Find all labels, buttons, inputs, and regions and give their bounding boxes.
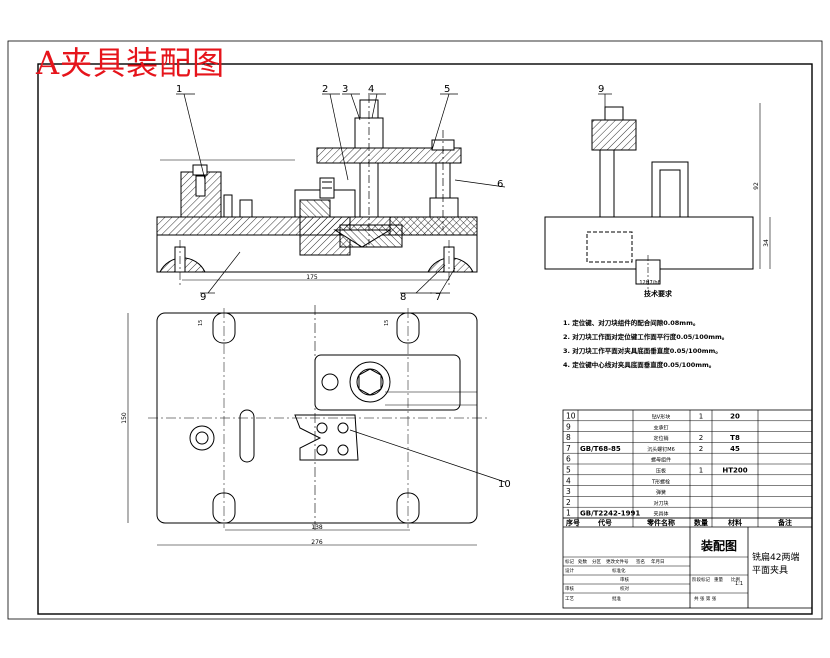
dimension-label: 12H7/h6	[639, 280, 660, 286]
scale-value: 1:1	[735, 581, 743, 587]
callout-label: 10	[498, 479, 511, 490]
side-view	[544, 93, 771, 290]
callout-label: 9	[200, 292, 206, 303]
bom-qty: 2	[699, 445, 703, 453]
bom-no: 9	[566, 422, 571, 431]
bom-header: 数量	[694, 518, 708, 527]
callout-label: 1	[176, 84, 182, 95]
dimension-label: 92	[753, 182, 760, 190]
bom-no: 6	[566, 455, 571, 464]
bom-header: 备注	[777, 518, 792, 527]
title-label: 重量	[714, 576, 723, 583]
bom-name: 夹具体	[653, 511, 668, 518]
dimension-label: 15	[198, 320, 204, 326]
bom-qty: 2	[699, 434, 703, 442]
title-label: 标记	[565, 558, 574, 565]
title-label: 标准化	[612, 567, 626, 574]
bom-name: 弹簧	[656, 489, 666, 496]
title-label: 更改文件号	[606, 558, 629, 565]
bom-header: 零件名称	[646, 518, 675, 527]
front-view	[156, 95, 478, 285]
front-leaders	[176, 93, 506, 294]
tech-requirement-item: 2. 对刀块工作面对定位键工作面平行度0.05/100mm。	[563, 332, 728, 341]
drawing-title: A夹具装配图	[36, 44, 226, 82]
tech-requirement-item: 4. 定位键中心线对夹具底面垂直度0.05/100mm。	[563, 360, 715, 369]
dimension-label: 276	[311, 539, 323, 546]
tech-requirement-item: 3. 对刀块工作平面对夹具底面垂直度0.05/100mm。	[563, 346, 722, 355]
callout-label: 5	[444, 84, 450, 95]
bom-name: 支承钉	[653, 424, 668, 431]
bom-code: GB/T2242-1991	[580, 510, 640, 518]
callout-label: 2	[322, 84, 328, 95]
dimension-label: 150	[121, 412, 128, 424]
tech-requirement-item: 1. 定位键、对刀块组件的配合间隙0.08mm。	[563, 318, 699, 327]
drawing-name: 装配图	[700, 538, 737, 553]
bom-name: 钻V形块	[652, 414, 670, 421]
bom-material: 45	[730, 445, 740, 453]
bom-qty: 1	[699, 467, 703, 475]
bom-code: GB/T68-85	[580, 445, 621, 453]
bom-name: 沉头螺钉M6	[647, 446, 675, 453]
bom-no: 2	[566, 498, 571, 507]
part-name: 平面夹具	[752, 564, 788, 576]
inner-frame	[37, 63, 813, 615]
title-label: 处数	[578, 558, 587, 565]
bom-no: 3	[566, 487, 571, 496]
bom-no: 7	[566, 444, 571, 453]
bom-name: 螺母组件	[651, 457, 671, 464]
bom-name: T形螺栓	[651, 478, 670, 485]
dimension-label: 175	[306, 274, 318, 281]
bom-no: 8	[566, 433, 571, 442]
title-label: 共 张 第 张	[694, 595, 717, 602]
callout-label: 6	[497, 179, 503, 190]
title-label: 审核	[620, 576, 629, 583]
bom-no: 10	[566, 412, 576, 421]
bom-no: 4	[566, 476, 571, 485]
bom-header: 材料	[727, 518, 742, 527]
title-label: 分区	[592, 558, 601, 565]
title-label: 签名	[636, 558, 645, 565]
bom-table	[562, 409, 813, 609]
callout-label: 7	[435, 292, 441, 303]
callout-label: 4	[368, 84, 374, 95]
callout-label: 3	[342, 84, 348, 95]
title-label: 审核	[565, 585, 574, 592]
top-view	[127, 305, 506, 546]
bom-no: 1	[566, 509, 571, 518]
outer-frame	[7, 40, 823, 620]
bom-name: 压板	[656, 468, 666, 475]
title-label: 比例	[731, 576, 740, 583]
tech-heading: 技术要求	[644, 289, 673, 298]
bom-name: 定位销	[653, 435, 668, 442]
dimension-label: 15	[384, 320, 390, 326]
callout-label: 8	[400, 292, 406, 303]
bom-qty: 1	[699, 413, 703, 421]
dimension-label: 34	[763, 239, 770, 247]
bom-name: 对刀块	[653, 500, 668, 507]
bom-header: 代号	[597, 518, 612, 527]
bom-material: 20	[730, 413, 740, 421]
bom-header: 序号	[565, 518, 580, 527]
title-label: 工艺	[565, 596, 574, 602]
title-label: 阶段标记	[692, 576, 710, 583]
title-label: 校对	[620, 585, 629, 592]
title-label: 设计	[565, 567, 574, 574]
part-name: 铣扁42两端	[752, 551, 799, 563]
title-label: 年月日	[651, 558, 665, 565]
callout-label: 9	[598, 84, 604, 95]
bom-material: T8	[730, 434, 740, 442]
bom-material: HT200	[722, 467, 747, 475]
title-label: 批准	[612, 595, 621, 602]
dimension-label: 138	[311, 524, 323, 531]
bom-no: 5	[566, 466, 571, 475]
